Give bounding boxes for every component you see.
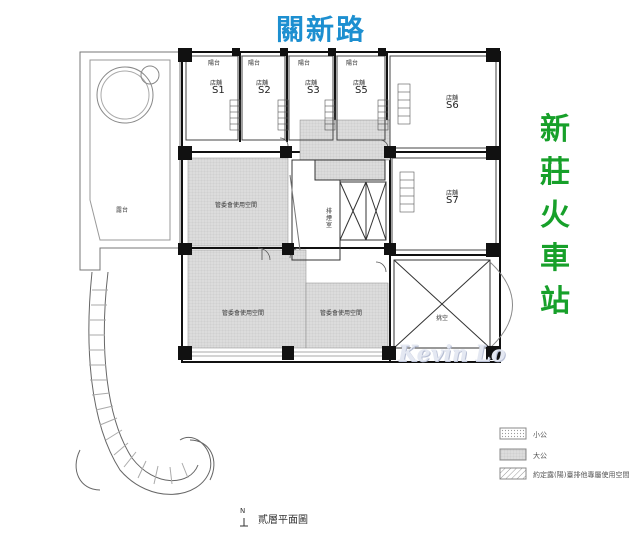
shop-tag: 店舖 bbox=[210, 80, 223, 87]
balcony-label: 陽台 bbox=[248, 60, 261, 67]
shop-code: S7 bbox=[446, 195, 459, 206]
station-char: 車 bbox=[540, 241, 570, 276]
legend-swatches bbox=[499, 427, 527, 480]
shop-code: S1 bbox=[212, 85, 225, 96]
shop-tag: 店舖 bbox=[256, 80, 269, 87]
public-areas bbox=[187, 119, 391, 349]
station-char: 火 bbox=[540, 198, 570, 233]
legend-label-exclusive-use: 約定露(陽)臺排他專屬使用空間 bbox=[533, 471, 630, 479]
shop-stairs bbox=[229, 83, 415, 213]
building-core bbox=[289, 159, 387, 261]
station-name: 新 莊 火 車 站 bbox=[538, 108, 572, 323]
columns bbox=[178, 48, 500, 360]
station-char: 站 bbox=[540, 284, 570, 319]
north-label: N bbox=[240, 507, 246, 515]
void-atrium bbox=[393, 259, 513, 349]
shop-code: S6 bbox=[446, 100, 459, 111]
shop-partitions bbox=[185, 55, 497, 251]
shop-code: S3 bbox=[307, 85, 320, 96]
shop-tag: 店舖 bbox=[446, 95, 459, 102]
open-area-label: 露台 bbox=[116, 207, 129, 214]
shop-code: S2 bbox=[258, 85, 271, 96]
watermark: Kevin Lo bbox=[398, 341, 506, 367]
plan-caption: 貳層平面圖 bbox=[258, 515, 308, 526]
legend-label-large-common: 大公 bbox=[533, 452, 547, 460]
shop-tag: 店舖 bbox=[446, 190, 459, 197]
road-name: 關新路 bbox=[276, 13, 367, 46]
balcony-label: 陽台 bbox=[208, 60, 221, 67]
management-space-label: 管委會使用空間 bbox=[320, 310, 363, 317]
service-room-label: 排煙室 bbox=[326, 208, 333, 229]
void-label: 挑空 bbox=[436, 315, 449, 322]
curved-stair bbox=[75, 271, 215, 495]
shop-tag: 店舖 bbox=[305, 80, 318, 87]
balcony-label: 陽台 bbox=[346, 60, 359, 67]
station-char: 新 bbox=[540, 112, 570, 147]
station-char: 莊 bbox=[540, 155, 570, 190]
windows bbox=[192, 55, 382, 357]
shop-tag: 店舖 bbox=[353, 80, 366, 87]
management-space-label: 管委會使用空間 bbox=[222, 310, 265, 317]
shop-code: S5 bbox=[355, 85, 368, 96]
terrace-area bbox=[79, 51, 181, 271]
legend-label-small-common: 小公 bbox=[533, 431, 547, 439]
north-arrow bbox=[240, 518, 248, 527]
management-space-label: 管委會使用空間 bbox=[215, 202, 258, 209]
balcony-label: 陽台 bbox=[298, 60, 311, 67]
